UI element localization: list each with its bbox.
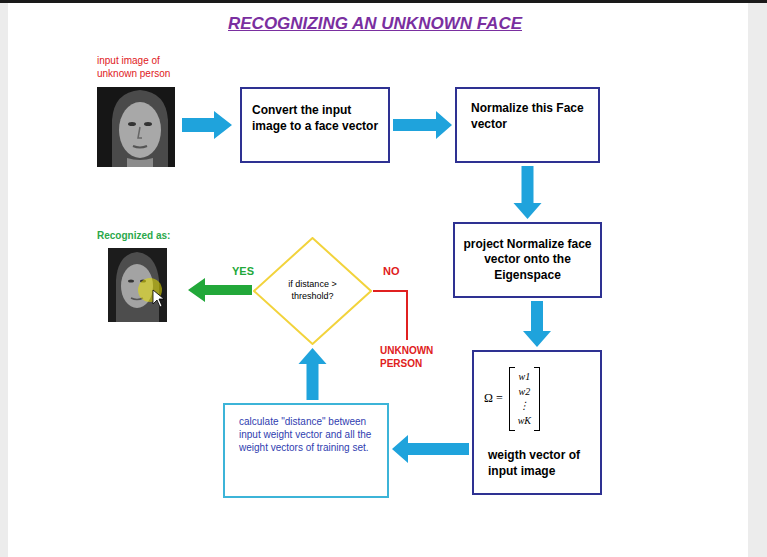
- flow-arrow: [299, 348, 327, 400]
- vector-entry: ⋮: [519, 399, 529, 414]
- flow-arrow: [514, 166, 542, 219]
- process-box: calculate "distance" between input weigh…: [223, 403, 389, 498]
- process-box: Normalize this Face vector: [455, 87, 600, 163]
- matrix-lhs: Ω =: [484, 391, 503, 407]
- matrix-row: Ω = w1w2⋮wK: [484, 358, 592, 440]
- left-margin: [0, 3, 8, 557]
- arrow-shape: [523, 301, 551, 347]
- arrow-shape: [392, 435, 469, 463]
- branch-label: NO: [383, 265, 409, 279]
- vector-entry: wK: [518, 414, 531, 429]
- box-text: project Normalize face vector onto the E…: [463, 237, 592, 284]
- diagram-title: RECOGNIZING AN UNKNOWN FACE: [0, 14, 750, 34]
- no-line: [373, 291, 407, 340]
- flow-arrow: [392, 435, 469, 463]
- box-text: Normalize this Face vector: [471, 101, 590, 132]
- right-margin: [748, 3, 767, 557]
- input-arrow: [182, 111, 232, 139]
- yes-arrow: [188, 278, 252, 302]
- result-caption: Recognized as:: [97, 230, 207, 243]
- vector-entry: w1: [519, 370, 531, 385]
- process-box: Convert the input image to a face vector: [240, 87, 390, 163]
- diamond-shape: [254, 238, 371, 344]
- arrow-shape: [393, 111, 452, 139]
- decision-text: if distance > threshold?: [274, 279, 352, 302]
- branch-label: YES: [232, 265, 262, 279]
- top-bar: [0, 0, 767, 3]
- box-text: calculate "distance" between input weigh…: [239, 415, 377, 454]
- flow-arrow: [523, 301, 551, 347]
- process-box: project Normalize face vector onto the E…: [453, 222, 602, 298]
- recognized-face-photo: [108, 248, 167, 322]
- input-face-photo: [97, 87, 175, 167]
- box-text: Convert the input image to a face vector: [252, 103, 380, 134]
- vector-entry: w2: [519, 385, 531, 400]
- flow-arrow: [393, 111, 452, 139]
- outcome-label: UNKNOWN PERSON: [380, 345, 444, 370]
- image-caption: input image of unknown person: [97, 55, 197, 80]
- matrix-bracket: w1w2⋮wK: [509, 367, 540, 431]
- arrow-shape: [514, 166, 542, 219]
- box-text: weigth vector of input image: [488, 448, 592, 479]
- weight-vector-box: Ω = w1w2⋮wK weigth vector of input image: [472, 350, 602, 495]
- decision-diamond: if distance > threshold?: [253, 237, 372, 345]
- arrow-shape: [299, 348, 327, 400]
